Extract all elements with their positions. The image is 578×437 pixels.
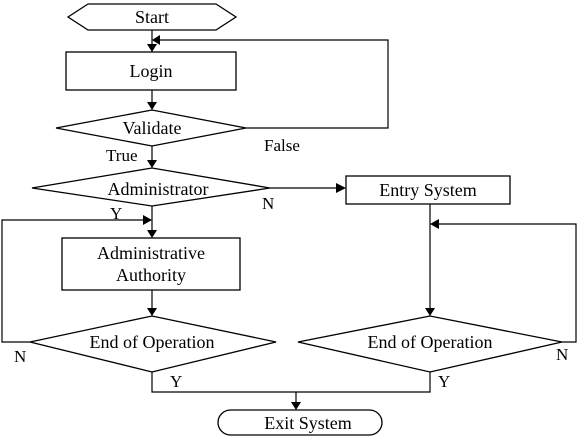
entry-system-label: Entry System — [379, 180, 477, 200]
start-label: Start — [135, 7, 169, 27]
start-node — [66, 3, 238, 31]
end-operation-right-decision — [297, 315, 563, 373]
right-end-no-label: N — [556, 345, 568, 364]
validate-true-label: True — [106, 146, 138, 165]
edge-left-end-no-loop — [1, 219, 144, 343]
admin-authority-label-line1: Administrative — [97, 243, 205, 263]
administrator-label: Administrator — [108, 179, 209, 199]
left-end-yes-label: Y — [170, 372, 182, 391]
left-end-no-label: N — [14, 347, 26, 366]
administrative-authority-node — [61, 237, 241, 291]
validate-label: Validate — [123, 118, 182, 138]
administrator-yes-label: Y — [110, 204, 122, 223]
end-operation-left-label: End of Operation — [90, 332, 215, 352]
exit-system-node — [217, 409, 383, 436]
administrator-no-label: N — [262, 194, 274, 213]
arrowhead — [147, 230, 157, 238]
arrowhead — [430, 219, 439, 229]
login-node — [65, 51, 237, 91]
end-operation-left-decision — [29, 315, 277, 373]
arrowhead — [291, 402, 301, 410]
exit-system-label: Exit System — [264, 413, 352, 433]
entry-system-node — [345, 175, 511, 205]
end-operation-right-label: End of Operation — [368, 332, 493, 352]
login-label: Login — [130, 61, 173, 81]
arrowhead — [336, 183, 346, 193]
arrowhead — [147, 44, 157, 52]
admin-authority-label-line2: Authority — [116, 265, 186, 285]
validate-decision — [55, 109, 247, 147]
arrowhead — [147, 308, 157, 316]
arrowhead — [152, 35, 160, 45]
right-end-yes-label: Y — [438, 372, 450, 391]
arrowhead — [143, 215, 152, 225]
edge-validate-false-loop — [160, 39, 389, 129]
arrowhead — [147, 102, 157, 110]
validate-false-label: False — [264, 136, 300, 155]
administrator-decision — [31, 167, 271, 207]
arrowhead — [147, 160, 157, 168]
arrowhead — [425, 308, 435, 316]
edge-right-end-no-loop — [438, 223, 577, 343]
edge-left-end-yes — [151, 372, 431, 393]
